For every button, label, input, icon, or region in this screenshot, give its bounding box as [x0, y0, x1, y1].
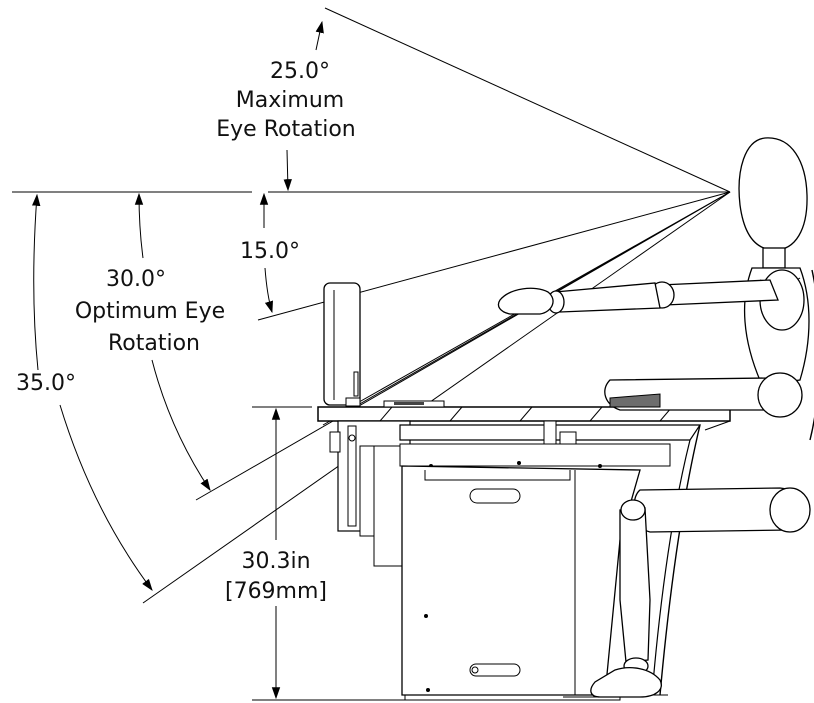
desk-cabinet [329, 420, 702, 701]
max-rotation-title-line2: Eye Rotation [216, 117, 355, 142]
max-rotation-angle: 25.0° [270, 59, 330, 84]
angle-25-dimension [283, 20, 324, 192]
opt-rotation-title-line2: Rotation [108, 331, 200, 356]
opt-rotation-title-line1: Optimum Eye [75, 299, 225, 324]
max-rotation-title-line1: Maximum [236, 88, 344, 113]
labels: 25.0° Maximum Eye Rotation 15.0° 30.0° O… [16, 59, 356, 604]
angle-15-label: 15.0° [240, 239, 300, 264]
height-mm-label: [769mm] [225, 579, 327, 604]
opt-rotation-angle: 30.0° [106, 267, 166, 292]
angle-15-dimension [259, 192, 273, 314]
angle-35-label: 35.0° [16, 371, 76, 396]
height-inches-label: 30.3in [241, 549, 310, 574]
angle-30-dimension [134, 192, 211, 491]
angle-35-dimension [32, 193, 153, 591]
height-dimension [252, 406, 420, 701]
monitor [323, 282, 361, 407]
seated-mannequin [497, 137, 814, 698]
